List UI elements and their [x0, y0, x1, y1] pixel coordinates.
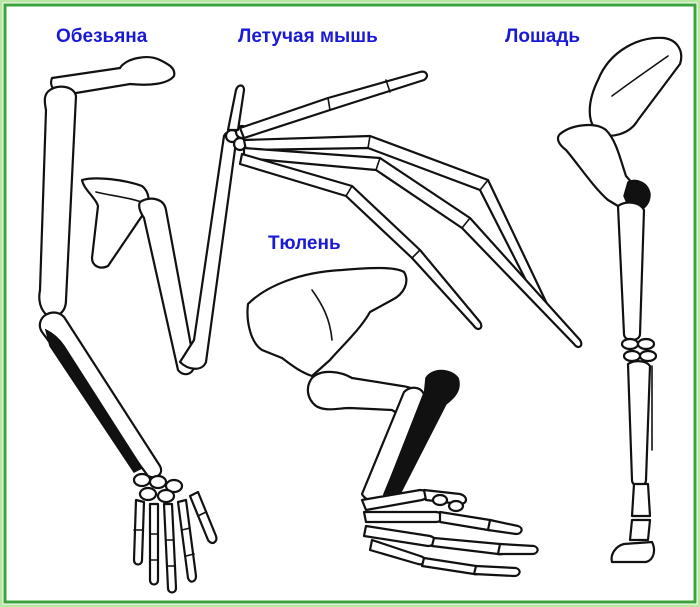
- label-monkey: Обезьяна: [56, 26, 148, 47]
- label-seal: Тюлень: [268, 233, 341, 254]
- label-horse: Лошадь: [505, 26, 580, 47]
- label-bat: Летучая мышь: [238, 26, 378, 47]
